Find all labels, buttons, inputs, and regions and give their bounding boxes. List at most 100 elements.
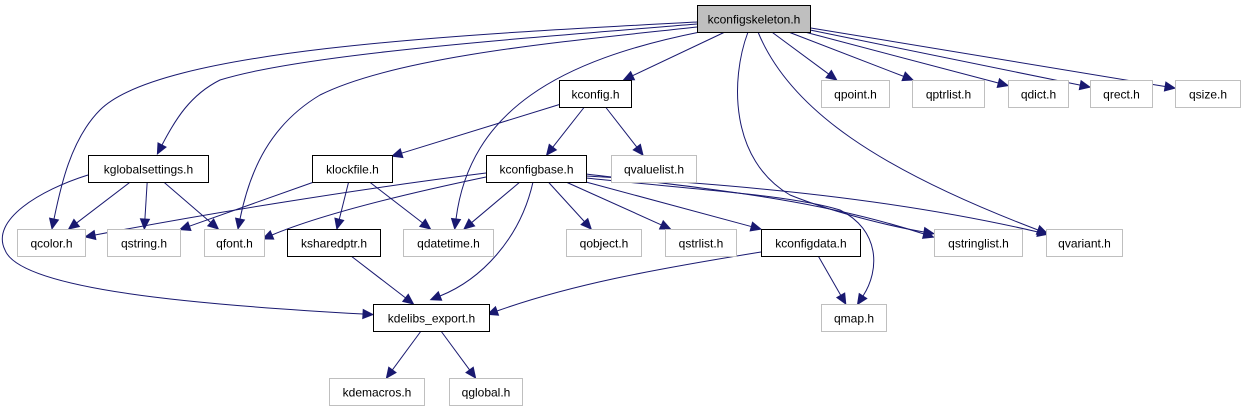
edge-line bbox=[809, 27, 1166, 87]
node-box bbox=[287, 229, 381, 257]
arrowhead-icon bbox=[206, 218, 220, 230]
node-ksharedptr[interactable]: ksharedptr.h bbox=[287, 229, 381, 257]
node-box bbox=[1046, 229, 1123, 257]
node-kconfig[interactable]: kconfig.h bbox=[559, 80, 632, 108]
node-qstrlist: qstrlist.h bbox=[665, 229, 737, 257]
node-qvaluelist: qvaluelist.h bbox=[611, 155, 697, 183]
node-qdatetime: qdatetime.h bbox=[403, 229, 494, 257]
edge-line bbox=[496, 251, 762, 312]
edge-kconfigskeleton-to-kglobalsettings bbox=[156, 23, 698, 155]
node-box bbox=[204, 229, 265, 257]
node-label: kconfig.h bbox=[571, 88, 619, 102]
node-label: qdict.h bbox=[1021, 88, 1056, 102]
node-klockfile[interactable]: klockfile.h bbox=[312, 155, 393, 183]
edge-line bbox=[161, 23, 698, 146]
edge-line bbox=[144, 181, 148, 220]
node-qmap: qmap.h bbox=[821, 304, 887, 332]
node-label: qmap.h bbox=[834, 312, 874, 326]
node-qrect: qrect.h bbox=[1090, 80, 1153, 108]
edge-line bbox=[455, 31, 701, 220]
node-kconfigdata[interactable]: kconfigdata.h bbox=[761, 229, 861, 257]
edge-line bbox=[605, 106, 638, 148]
node-kconfigbase[interactable]: kconfigbase.h bbox=[486, 155, 587, 183]
node-box bbox=[312, 155, 393, 183]
edge-kconfigskeleton-to-qsize bbox=[809, 27, 1177, 92]
node-label: qglobal.h bbox=[462, 386, 511, 400]
edge-ksharedptr-to-kdelibs_export bbox=[350, 255, 415, 305]
arrowhead-icon bbox=[390, 148, 404, 159]
edge-line bbox=[163, 181, 212, 223]
node-box bbox=[329, 378, 425, 406]
node-qcolor: qcolor.h bbox=[17, 229, 86, 257]
node-label: qrect.h bbox=[1103, 88, 1140, 102]
edge-line bbox=[440, 330, 471, 371]
arrowhead-icon bbox=[658, 219, 672, 230]
node-qvariant: qvariant.h bbox=[1046, 229, 1123, 257]
arrowhead-icon bbox=[545, 143, 558, 156]
node-qsize: qsize.h bbox=[1175, 80, 1241, 108]
edge-line bbox=[2, 174, 364, 315]
arrowhead-icon bbox=[362, 308, 375, 320]
node-box bbox=[611, 155, 697, 183]
arrowhead-icon bbox=[825, 69, 838, 81]
edge-line bbox=[189, 181, 315, 227]
node-box bbox=[697, 5, 811, 33]
arrowhead-icon bbox=[1163, 81, 1177, 92]
node-label: qsize.h bbox=[1189, 88, 1227, 102]
node-label: klockfile.h bbox=[326, 163, 379, 177]
arrowhead-icon bbox=[385, 366, 397, 379]
edge-kconfigskeleton-to-qstringlist bbox=[737, 31, 936, 238]
edge-kglobalsettings-to-qcolor bbox=[67, 181, 131, 230]
node-label: kconfigbase.h bbox=[499, 163, 573, 177]
edge-line bbox=[585, 181, 752, 228]
edge-kconfigdata-to-qmap bbox=[817, 255, 847, 306]
edge-line bbox=[391, 330, 422, 371]
edge-klockfile-to-qstring bbox=[178, 181, 315, 232]
edge-line bbox=[547, 181, 585, 222]
edge-line bbox=[809, 29, 1081, 86]
edge-line bbox=[239, 26, 698, 220]
arrowhead-icon bbox=[835, 292, 847, 306]
arrowhead-icon bbox=[156, 142, 167, 155]
node-qobject: qobject.h bbox=[566, 229, 642, 257]
node-label: qdatetime.h bbox=[417, 237, 480, 251]
node-qptrlist: qptrlist.h bbox=[912, 80, 985, 108]
edge-kconfig-to-kconfigbase bbox=[545, 106, 585, 156]
edge-kconfig-to-klockfile bbox=[390, 104, 560, 159]
arrowhead-icon bbox=[465, 366, 477, 379]
edge-kconfigskeleton-to-qdatetime bbox=[450, 31, 701, 231]
edge-line bbox=[771, 31, 829, 75]
edge-kconfigskeleton-to-qptrlist bbox=[788, 31, 915, 82]
edge-line bbox=[817, 255, 842, 296]
node-box bbox=[449, 378, 523, 406]
arrowhead-icon bbox=[486, 305, 500, 316]
edge-kconfigbase-to-qfont bbox=[261, 176, 487, 240]
edge-kconfigbase-to-qmap bbox=[585, 177, 875, 306]
node-label: qvaluelist.h bbox=[624, 163, 684, 177]
node-label: ksharedptr.h bbox=[301, 237, 367, 251]
edge-line bbox=[585, 177, 875, 297]
edge-kconfigskeleton-to-qdict bbox=[804, 31, 1010, 89]
edge-kconfigbase-to-qdatetime bbox=[463, 181, 521, 230]
node-box bbox=[1175, 80, 1241, 108]
edge-kconfigskeleton-to-qfont bbox=[234, 26, 698, 230]
edge-line bbox=[350, 255, 406, 299]
arrowhead-icon bbox=[749, 221, 763, 232]
arrowhead-icon bbox=[901, 71, 915, 82]
edge-line bbox=[552, 106, 585, 148]
arrowhead-icon bbox=[1036, 226, 1049, 238]
edge-klockfile-to-qdatetime bbox=[369, 181, 432, 230]
node-kglobalsettings[interactable]: kglobalsettings.h bbox=[88, 155, 209, 183]
node-kdelibs-export[interactable]: kdelibs_export.h bbox=[373, 304, 490, 332]
edge-kconfigskeleton-to-qrect bbox=[809, 29, 1092, 91]
node-label: qpoint.h bbox=[834, 88, 877, 102]
nodes-layer: kconfigskeleton.h kconfig.h kglobalsetting… bbox=[17, 5, 1241, 406]
edge-line bbox=[94, 172, 487, 236]
arrowhead-icon bbox=[856, 292, 868, 306]
node-qfont: qfont.h bbox=[204, 229, 265, 257]
node-kconfigskeleton[interactable]: kconfigskeleton.h bbox=[697, 5, 811, 33]
edge-line bbox=[632, 31, 726, 77]
edge-kconfigbase-to-qstrlist bbox=[565, 181, 672, 230]
arrowhead-icon bbox=[463, 218, 476, 230]
edge-klockfile-to-ksharedptr bbox=[334, 181, 350, 231]
